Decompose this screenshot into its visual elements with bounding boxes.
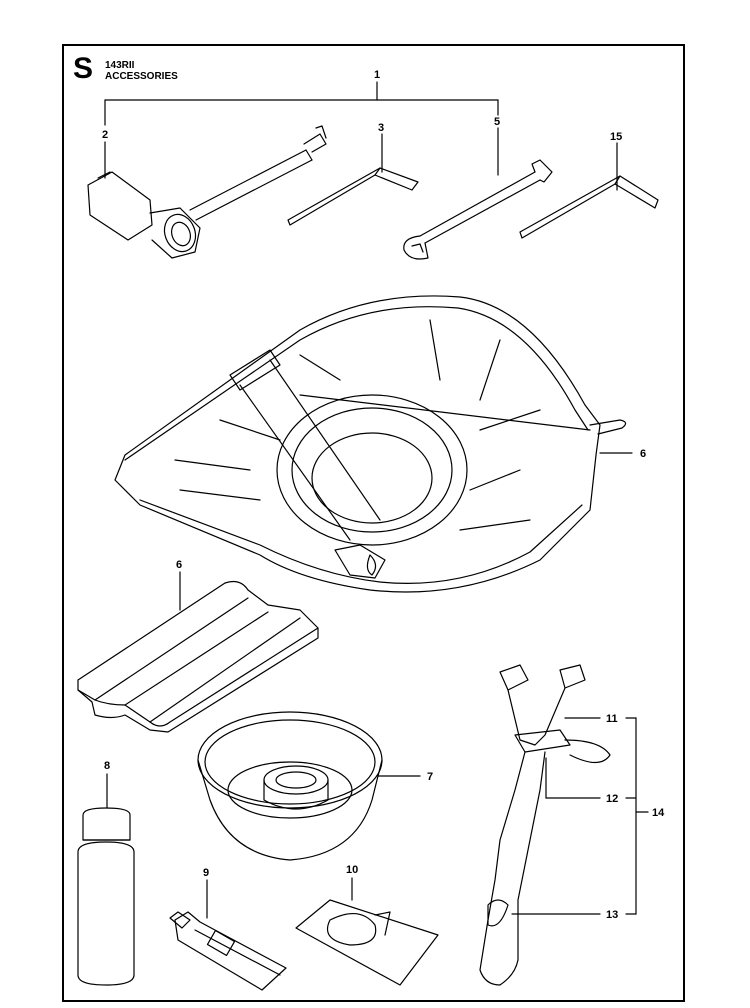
callout-3: 3: [378, 122, 384, 134]
grease-tube-drawing: [169, 879, 287, 991]
page-title: ACCESSORIES: [105, 71, 178, 82]
callout-5: 5: [494, 116, 500, 128]
spark-plug-wrench-drawing: [87, 125, 327, 259]
spanner-drawing: [403, 159, 553, 260]
bowl-drawing: [197, 711, 383, 861]
long-hex-key-drawing: [519, 175, 659, 239]
leader-1: [104, 81, 499, 126]
callout-6-guard: 6: [640, 448, 646, 460]
callout-7: 7: [427, 771, 433, 783]
callout-13: 13: [606, 909, 618, 921]
harness-drawing: [479, 664, 611, 986]
model-number: 143RII: [105, 60, 135, 71]
trimmer-guard-drawing: [114, 295, 627, 593]
oil-bottle-drawing: [77, 773, 135, 986]
callout-10: 10: [346, 864, 358, 876]
leaders-11-14: [511, 717, 649, 915]
callout-15: 15: [610, 131, 622, 143]
callout-8: 8: [104, 760, 110, 772]
callout-2: 2: [102, 129, 108, 141]
harness-pad-drawing: [295, 877, 439, 986]
section-letter: S: [73, 52, 94, 85]
callout-6-pad: 6: [176, 559, 182, 571]
callout-11: 11: [606, 713, 618, 725]
drawing-frame: [62, 44, 685, 1002]
callout-12: 12: [606, 793, 618, 805]
callout-9: 9: [203, 867, 209, 879]
callout-1: 1: [374, 69, 380, 81]
hex-key-drawing: [287, 167, 419, 226]
rubber-pad-drawing: [77, 571, 319, 733]
callout-labels: 1 2 3 5 15 6 6 8 7 9 10 11 12 13 14: [102, 69, 665, 921]
callout-14: 14: [652, 807, 665, 819]
